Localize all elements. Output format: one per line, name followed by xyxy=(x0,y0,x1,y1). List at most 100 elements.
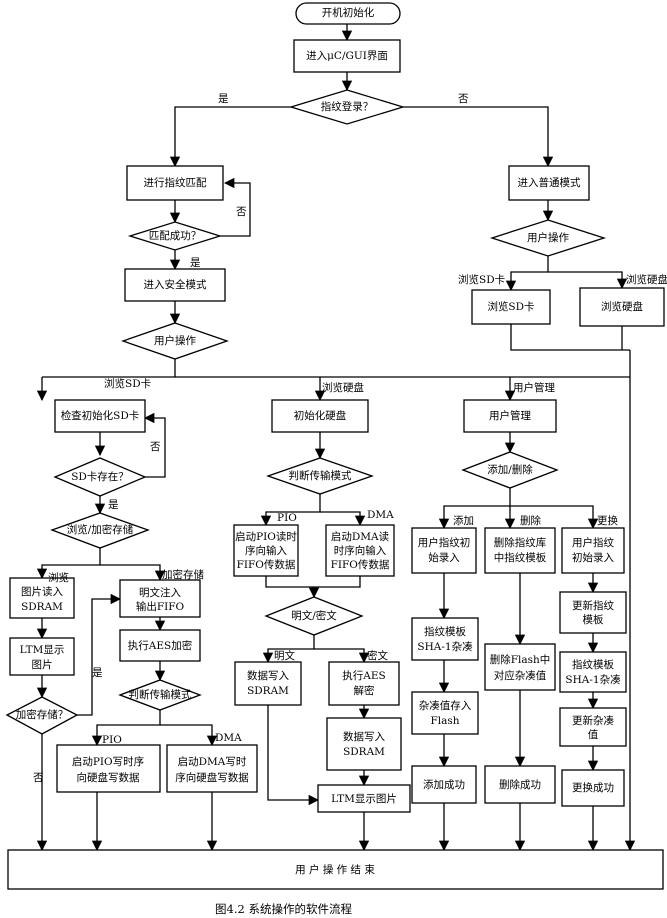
label-browse-hdd-normal: 浏览硬盘 xyxy=(626,273,667,286)
dma-write-box xyxy=(166,744,258,793)
label-browse-sd: 浏览SD卡 xyxy=(104,377,151,390)
ltm-show-line2: 图片 xyxy=(32,658,53,671)
ltm-show-line1: LTM显示 xyxy=(20,644,65,656)
hash-store-box xyxy=(411,691,479,735)
label-browse: 浏览 xyxy=(48,571,69,584)
user-mgmt-box xyxy=(463,399,557,433)
del-fp-line2: 中指纹模板 xyxy=(494,551,547,564)
user-op-main-label: 用户操作 xyxy=(154,334,196,347)
dma-read-box xyxy=(325,524,395,577)
end-label: 用 户 操 作 结 束 xyxy=(295,863,375,876)
label-yes-sd: 是 xyxy=(108,499,119,511)
del-flash-line2: 对应杂凑值 xyxy=(494,669,547,682)
sha-add-line1: 指纹模板 xyxy=(424,625,466,638)
sha-add-line2: SHA-1杂凑 xyxy=(417,640,473,653)
pio-read-line1: 启动PIO读时 xyxy=(235,530,297,543)
add-del-decision xyxy=(461,451,559,489)
shapes xyxy=(5,2,665,890)
img-to-sdram-box xyxy=(9,577,75,619)
label-plaintext: 明文 xyxy=(274,649,295,662)
init-hdd-label: 初始化硬盘 xyxy=(294,409,347,422)
data-sdram-line1: 数据写入 xyxy=(247,669,289,682)
run-aes-enc-box xyxy=(119,629,201,662)
figure-caption: 图4.2 系统操作的软件流程 xyxy=(215,902,352,916)
judge-mode-left-label: 判断传输模式 xyxy=(129,688,192,701)
label-pio-mid: PIO xyxy=(277,512,297,524)
label-pio-left: PIO xyxy=(102,734,122,746)
data-sdram2-line1: 数据写入 xyxy=(343,730,385,743)
user-op-normal-decision xyxy=(489,219,607,257)
label-dma-mid: DMA xyxy=(367,509,394,521)
del-ok-box xyxy=(484,765,556,804)
hash-store-line2: Flash xyxy=(430,715,459,727)
label-dma-left: DMA xyxy=(215,732,242,744)
add-del-label: 添加/删除 xyxy=(487,463,533,476)
fp-login-decision xyxy=(288,89,406,125)
label-yes-match: 是 xyxy=(190,257,201,269)
upd-ok-label: 更换成功 xyxy=(572,781,614,794)
pio-read-line2: 序向输入 xyxy=(245,544,287,557)
upd-hash-line1: 更新杂凑 xyxy=(572,714,614,727)
do-match-box xyxy=(126,165,224,201)
aes-decrypt-box xyxy=(328,661,400,706)
normal-mode-label: 进入普通模式 xyxy=(518,176,581,189)
add-ok-label: 添加成功 xyxy=(423,778,465,791)
do-match-label: 进行指纹匹配 xyxy=(144,176,207,189)
encrypt-store-label: 加密存储？ xyxy=(16,708,69,721)
label-user-mgmt: 用户管理 xyxy=(513,381,555,394)
edge-labels: 是 否 否 是 浏览SD卡 浏览硬盘 浏览SD卡 浏览硬盘 用户管理 否 是 浏… xyxy=(33,93,667,784)
fp-record-add-box xyxy=(411,527,477,574)
upd-hash-line2: 值 xyxy=(588,728,599,741)
label-no-sd: 否 xyxy=(150,441,161,453)
plain-fifo-box xyxy=(119,579,201,618)
label-no-match: 否 xyxy=(236,206,247,218)
upd-template-line1: 更新指纹 xyxy=(572,599,614,612)
sha-upd-line2: SHA-1杂凑 xyxy=(565,673,621,686)
enter-gui-box xyxy=(293,39,401,73)
label-add: 添加 xyxy=(453,514,474,527)
check-sd-label: 检查初始化SD卡 xyxy=(61,409,140,422)
user-mgmt-label: 用户管理 xyxy=(489,409,531,422)
browse-hdd-normal-box xyxy=(579,287,665,327)
start-terminal xyxy=(295,2,401,25)
pio-read-line3: FIFO传数据 xyxy=(237,558,296,571)
user-op-main-decision xyxy=(121,322,229,360)
del-ok-label: 删除成功 xyxy=(499,778,541,791)
img-to-sdram-line2: SDRAM xyxy=(21,601,63,613)
run-aes-enc-label: 执行AES加密 xyxy=(128,639,193,652)
label-yes-encrypt: 是 xyxy=(92,667,103,679)
plain-fifo-line1: 明文注入 xyxy=(139,586,181,599)
sha-upd-box xyxy=(559,651,627,693)
end-box xyxy=(7,849,664,890)
upd-hash-box xyxy=(559,707,627,747)
encrypt-store-decision xyxy=(5,696,79,735)
dma-read-line3: FIFO传数据 xyxy=(331,558,390,571)
sha-add-box xyxy=(411,617,479,661)
label-replace: 更换 xyxy=(597,514,618,527)
label-browse-hdd: 浏览硬盘 xyxy=(322,381,364,394)
sd-exists-label: SD卡存在？ xyxy=(71,470,129,483)
del-flash-line1: 删除Flash中 xyxy=(490,653,551,666)
aes-decrypt-line2: 解密 xyxy=(354,684,375,697)
enter-gui-label: 进入μC/GUI界面 xyxy=(306,50,388,62)
plain-cipher-decision xyxy=(264,596,364,636)
dma-write-line2: 序向硬盘写数据 xyxy=(175,771,249,784)
dma-read-line1: 启动DMA读 xyxy=(331,530,390,543)
fp-record-upd-box xyxy=(561,527,625,574)
fp-record-upd-line2: 初始录入 xyxy=(572,551,614,564)
del-fp-line1: 删除指纹库 xyxy=(494,536,547,549)
label-browse-sd-normal: 浏览SD卡 xyxy=(458,273,505,286)
dma-write-line1: 启动DMA写时 xyxy=(178,755,247,768)
data-sdram2-box xyxy=(326,717,402,771)
check-sd-box xyxy=(54,399,146,433)
label-no-encrypt: 否 xyxy=(33,772,44,784)
label-encrypt-store: 加密存储 xyxy=(162,568,204,581)
hash-store-line1: 杂凑值存入 xyxy=(419,699,472,712)
ltm-show-box xyxy=(9,637,75,676)
user-op-normal-label: 用户操作 xyxy=(527,231,569,244)
data-sdram2-line2: SDRAM xyxy=(343,746,385,758)
match-ok-label: 匹配成功？ xyxy=(149,230,202,242)
pio-write-line1: 启动PIO写时序 xyxy=(72,755,144,768)
connectors xyxy=(36,24,636,852)
